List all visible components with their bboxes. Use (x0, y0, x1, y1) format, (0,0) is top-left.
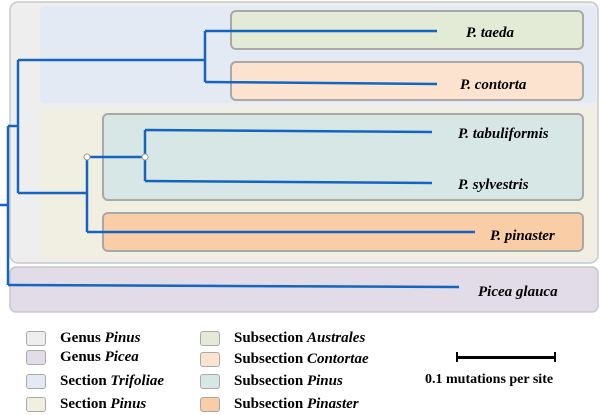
legend-prefix: Section (60, 395, 107, 412)
legend-taxon: Pinus (110, 395, 147, 412)
legend-prefix: Genus (60, 348, 101, 365)
legend-swatch (200, 351, 220, 367)
legend-item-subsection-australes: Subsection Australes (200, 329, 365, 347)
legend-prefix: Subsection (234, 372, 304, 389)
legend-swatch (26, 396, 46, 412)
leaf-label-sylvestris: P. sylvestris (458, 177, 529, 193)
branch-picea (7, 283, 460, 289)
branch-contorta (204, 80, 438, 86)
node-marker (141, 153, 149, 161)
branch-sylvestris (144, 179, 433, 185)
legend-taxon: Pinaster (306, 395, 359, 412)
box-genus-picea (9, 266, 599, 313)
scale-bar-tick (554, 352, 556, 362)
legend-taxon: Australes (306, 329, 366, 346)
legend-taxon: Pinus (306, 372, 343, 389)
node-marker (83, 153, 91, 161)
legend-item-subsection-pinaster: Subsection Pinaster (200, 395, 359, 413)
legend-taxon: Pinus (104, 329, 141, 346)
legend-prefix: Subsection (234, 329, 304, 346)
legend-item-genus-picea: Genus Picea (26, 348, 139, 366)
legend-item-section-pinus: Section Pinus (26, 395, 146, 413)
legend-item-genus-pinus: Genus Pinus (26, 329, 140, 347)
phylogenetic-tree: P. taeda P. contorta P. tabuliformis P. … (0, 1, 599, 313)
leaf-label-picea: Picea glauca (478, 284, 558, 300)
legend-taxon: Picea (104, 348, 139, 365)
legend-item-subsection-pinus: Subsection Pinus (200, 372, 343, 390)
leaf-label-contorta: P. contorta (460, 77, 527, 93)
leaf-label-pinaster: P. pinaster (490, 228, 555, 244)
scale-bar (456, 352, 556, 362)
legend-item-section-trifoliae: Section Trifoliae (26, 372, 164, 390)
legend-swatch (200, 330, 220, 346)
legend-swatch (26, 349, 46, 365)
leaf-label-tabuliformis: P. tabuliformis (458, 126, 549, 142)
legend-item-subsection-contortae: Subsection Contortae (200, 350, 369, 368)
tree-branches (0, 29, 475, 289)
legend-prefix: Section (60, 372, 107, 389)
legend-taxon: Contortae (306, 350, 369, 367)
legend-swatch (26, 330, 46, 346)
branch-tabuliformis (144, 128, 433, 134)
scale-bar-label: 0.1 mutations per site (425, 372, 554, 387)
legend-prefix: Genus (60, 329, 101, 346)
box-subsection-contortae (230, 61, 584, 101)
legend-swatch (200, 373, 220, 389)
legend-taxon: Trifoliae (110, 372, 165, 389)
scale-bar-line (456, 356, 556, 359)
leaf-label-taeda: P. taeda (466, 25, 515, 41)
legend-prefix: Subsection (234, 395, 304, 412)
legend-swatch (200, 396, 220, 412)
legend-prefix: Subsection (234, 350, 304, 367)
legend-swatch (26, 373, 46, 389)
